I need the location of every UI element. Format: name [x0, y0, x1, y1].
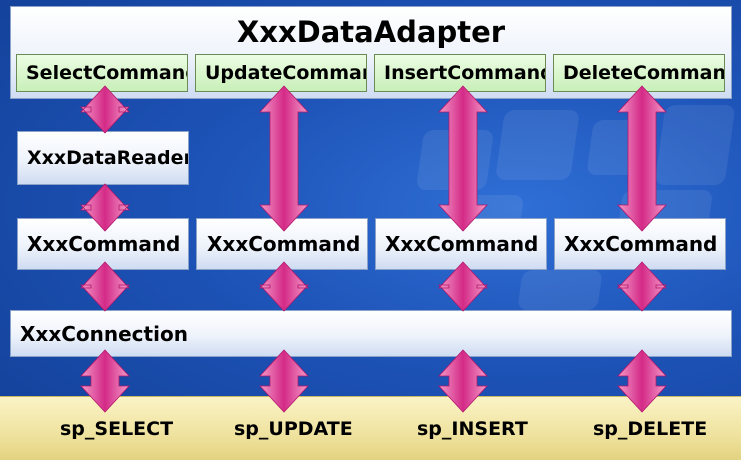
- delete-command-box: DeleteCommand: [553, 54, 725, 92]
- xxx-command-label: XxxCommand: [385, 232, 539, 256]
- insert-xxx-command-box: XxxCommand: [375, 218, 547, 270]
- select-upper-arrow: [80, 85, 130, 134]
- data-reader-box: XxxDataReader: [17, 131, 189, 185]
- insert-upper-arrow: [438, 85, 488, 232]
- connection-label: XxxConnection: [20, 321, 188, 346]
- connection-box: XxxConnection: [10, 310, 732, 357]
- update-command-box: UpdateCommand: [195, 54, 367, 92]
- data-reader-label: XxxDataReader: [27, 147, 189, 169]
- select-xxx-command-box: XxxCommand: [17, 218, 189, 270]
- sp-delete-label: sp_DELETE: [593, 418, 708, 440]
- update-upper-arrow: [259, 85, 309, 232]
- sp-insert-label: sp_INSERT: [417, 418, 528, 440]
- select-procedure-arrow: [80, 349, 130, 413]
- select-upper-arrow: [80, 183, 130, 232]
- select-connection-arrow: [80, 261, 130, 312]
- delete-procedure-arrow: [617, 349, 667, 413]
- xxx-command-label: XxxCommand: [564, 232, 718, 256]
- insert-procedure-arrow: [438, 349, 488, 413]
- update-procedure-arrow: [259, 349, 309, 413]
- delete-command-label: DeleteCommand: [563, 62, 725, 84]
- delete-upper-arrow: [617, 85, 667, 232]
- select-command-label: SelectCommand: [26, 62, 188, 84]
- xxx-command-label: XxxCommand: [27, 232, 181, 256]
- data-adapter-title: XxxDataAdapter: [236, 15, 506, 49]
- insert-command-label: InsertCommand: [384, 62, 546, 84]
- database-band: [0, 396, 741, 460]
- update-command-label: UpdateCommand: [205, 62, 366, 84]
- sp-update-label: sp_UPDATE: [234, 418, 353, 440]
- insert-command-box: InsertCommand: [374, 54, 546, 92]
- sp-select-label: sp_SELECT: [60, 418, 174, 440]
- xxx-command-label: XxxCommand: [207, 232, 361, 256]
- insert-connection-arrow: [438, 261, 488, 312]
- update-connection-arrow: [259, 261, 309, 312]
- delete-connection-arrow: [617, 261, 667, 312]
